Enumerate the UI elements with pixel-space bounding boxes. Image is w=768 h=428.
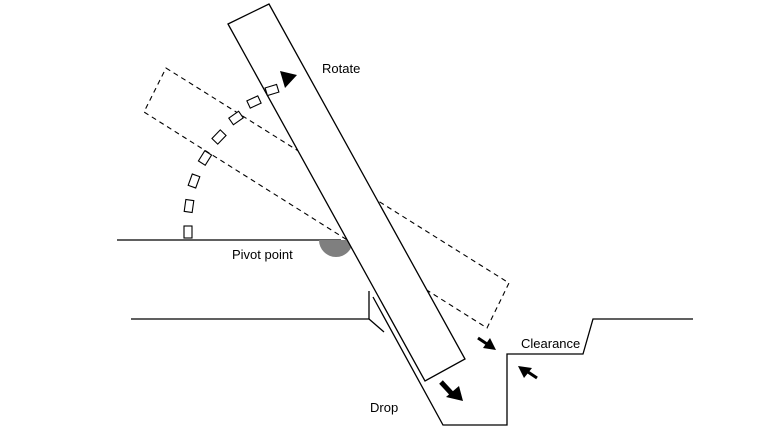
rotation-arc-path xyxy=(183,83,280,239)
receiving-channel-outline xyxy=(372,296,693,426)
pivot-point-label: Pivot point xyxy=(232,247,293,262)
bar-solid xyxy=(227,3,466,382)
lower-platform-line xyxy=(131,291,370,320)
arc-segment xyxy=(197,150,213,166)
rotate-label: Rotate xyxy=(322,61,360,76)
arc-segment xyxy=(183,225,193,239)
platform-step-diagonal xyxy=(368,318,385,333)
drop-label: Drop xyxy=(370,400,398,415)
clearance-label: Clearance xyxy=(521,336,580,351)
arc-segment xyxy=(228,110,244,126)
arc-segment xyxy=(246,95,262,109)
pivot-point-marker xyxy=(319,240,353,257)
arc-segment xyxy=(183,198,195,214)
clearance-arrow-left-icon xyxy=(477,336,496,350)
drop-arrow-icon xyxy=(439,380,463,401)
arc-segment xyxy=(211,129,227,145)
clearance-arrow-right-icon xyxy=(518,366,538,380)
arc-segment xyxy=(187,173,201,189)
arc-segment xyxy=(264,83,280,97)
rotated-bar-outline-dashed xyxy=(143,67,510,329)
rotate-arrow-icon xyxy=(280,71,297,88)
